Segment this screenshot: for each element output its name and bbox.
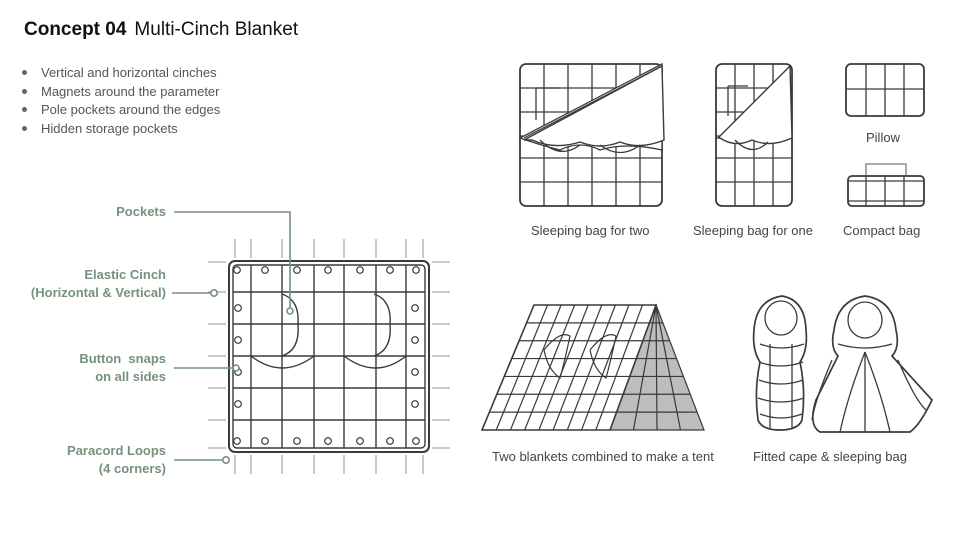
concept-number: Concept 04 (24, 19, 127, 40)
pillow-illustration (845, 63, 925, 117)
feature-item: Hidden storage pockets (22, 120, 220, 139)
cape-sleeping-bag-illustration (752, 295, 934, 433)
caption-sleeping-bag-one: Sleeping bag for one (693, 223, 813, 238)
concept-name: Multi-Cinch Blanket (134, 19, 299, 40)
bullet-icon (22, 70, 27, 76)
feature-list: Vertical and horizontal cinches Magnets … (22, 64, 220, 138)
callout-button-snaps: Button snaps on all sides (79, 351, 166, 384)
feature-item: Vertical and horizontal cinches (22, 64, 220, 83)
caption-cape-sleeping-bag: Fitted cape & sleeping bag (753, 449, 907, 464)
pole-pocket-ticks (208, 239, 450, 474)
callout-elastic-cinch: Elastic Cinch (Horizontal & Vertical) (30, 267, 166, 300)
page-title: Concept 04 Multi-Cinch Blanket (24, 19, 298, 41)
caption-compact-bag: Compact bag (843, 223, 921, 238)
tent-illustration (480, 303, 705, 431)
sleeping-bag-two-illustration (518, 62, 665, 207)
compact-bag-illustration (847, 163, 925, 207)
caption-tent: Two blankets combined to make a tent (492, 449, 714, 464)
bullet-icon (22, 107, 27, 113)
feature-item: Pole pockets around the edges (22, 101, 220, 120)
button-snaps (233, 266, 420, 445)
caption-sleeping-bag-two: Sleeping bag for two (531, 223, 650, 238)
blanket-diagram (208, 239, 450, 474)
blanket-grid (233, 265, 425, 448)
caption-pillow: Pillow (866, 130, 900, 145)
bullet-icon (22, 88, 27, 94)
pockets-leader (174, 211, 291, 310)
callout-pockets: Pockets (116, 204, 166, 219)
feature-item: Magnets around the parameter (22, 83, 220, 102)
callout-leaders (172, 211, 294, 464)
callout-paracord-loops: Paracord Loops (4 corners) (67, 443, 166, 476)
pocket-curve-left (250, 355, 315, 369)
bullet-icon (22, 125, 27, 131)
pocket-right (373, 293, 391, 357)
pocket-curve-right (343, 355, 407, 369)
sleeping-bag-one-illustration (715, 63, 793, 207)
